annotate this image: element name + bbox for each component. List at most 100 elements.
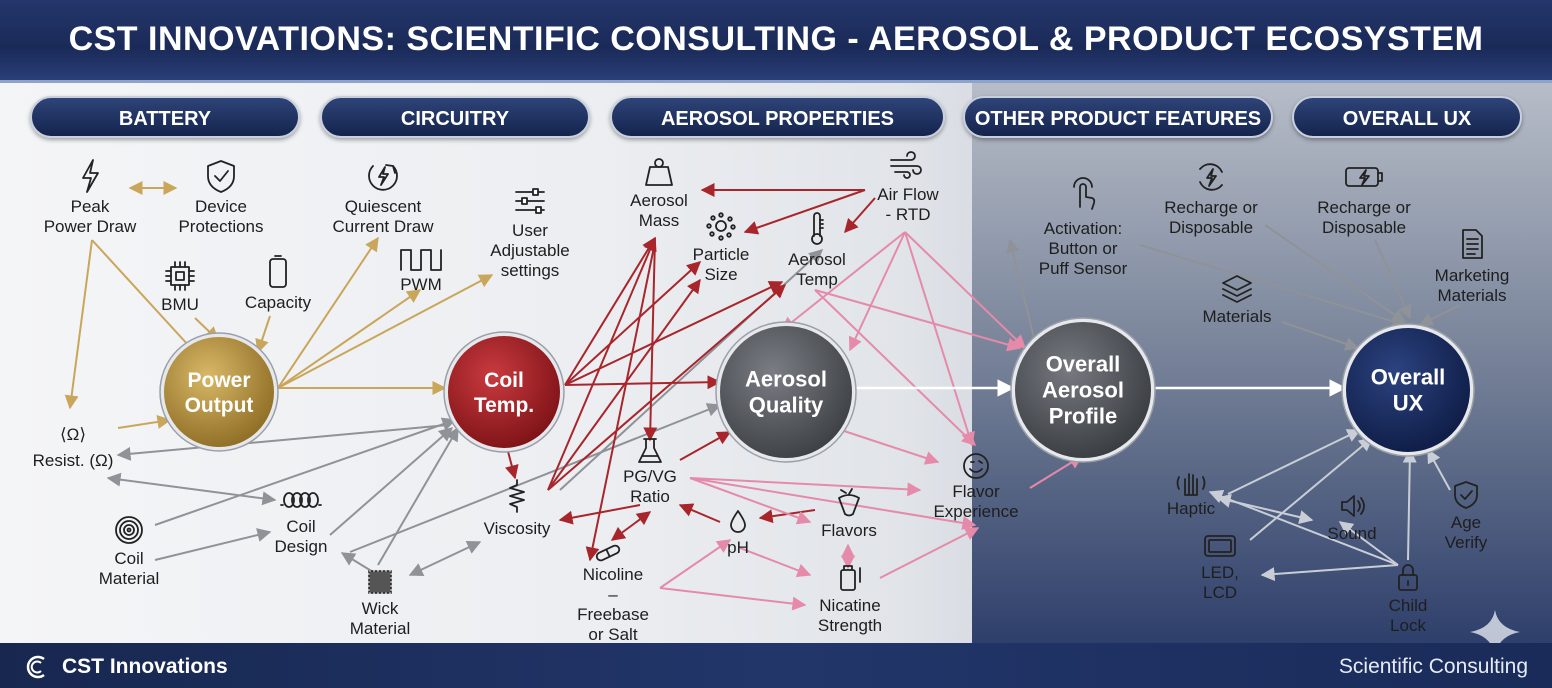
node-label-nicoline: Nicoline	[583, 565, 643, 584]
connection-arrow	[1418, 304, 1461, 326]
connection-arrow	[904, 231, 975, 447]
connection-arrow	[91, 239, 201, 360]
connection-arrow	[659, 587, 807, 611]
node-label-bmu: BMU	[161, 295, 199, 314]
connection-arrow	[564, 236, 656, 386]
connection-arrow	[1264, 224, 1407, 323]
connection-arrow	[1427, 448, 1451, 491]
connection-arrow	[739, 547, 812, 577]
connection-arrow	[1338, 521, 1399, 566]
power-output-hub	[164, 337, 274, 447]
connection-arrow	[1227, 429, 1362, 495]
connection-arrow	[277, 274, 494, 389]
coil-loops-icon	[280, 492, 322, 508]
coil-temp-hub	[448, 336, 560, 448]
node-icons	[82, 151, 1520, 656]
connection-arrow	[154, 417, 457, 526]
page-title: CST INNOVATIONS: SCIENTIFIC CONSULTING -…	[68, 20, 1484, 58]
coil-spiral-icon	[115, 516, 143, 544]
connection-arrow	[547, 278, 701, 491]
connection-arrow	[564, 261, 702, 386]
category-overall-ux: OVERALL UX	[1292, 96, 1522, 138]
overall-ux-label: Overall	[1371, 365, 1446, 390]
connection-arrow	[689, 477, 812, 525]
shield-check-icon	[1454, 481, 1478, 509]
node-label-activation: Activation:	[1044, 219, 1122, 238]
cst-logo-icon	[26, 655, 45, 679]
node-label-child-lock: Child	[1389, 596, 1428, 615]
node-label-wick-material: Wick	[362, 599, 399, 618]
node-label-air-flow: - RTD	[885, 205, 930, 224]
node-label-quiescent: Quiescent	[345, 197, 422, 216]
lightning-icon	[82, 159, 99, 193]
node-label-led-lcd: LED,	[1201, 563, 1239, 582]
connection-arrow	[564, 375, 722, 390]
connection-arrow	[848, 231, 906, 352]
node-label-nicoline: Freebase	[577, 605, 649, 624]
footer-bar: CST Innovations Scientific Consulting	[0, 643, 1552, 688]
sliders-icon	[515, 188, 545, 214]
connection-arrow	[1260, 564, 1399, 582]
connection-arrow	[329, 427, 454, 536]
connection-arrow	[689, 477, 922, 497]
coil-temp-label: Coil	[484, 369, 524, 392]
node-label-pwm: PWM	[400, 275, 442, 294]
layers-icon	[1222, 275, 1252, 303]
node-label-recharge-1: Disposable	[1169, 218, 1253, 237]
footer-tagline: Scientific Consulting	[1338, 655, 1528, 678]
connection-arrow	[1006, 238, 1036, 343]
node-label-sound: Sound	[1327, 524, 1376, 543]
connection-arrow	[1374, 239, 1412, 320]
node-label-flavors: Flavors	[821, 521, 877, 540]
node-label-ph: pH	[727, 538, 749, 557]
shield-check-icon	[207, 160, 235, 193]
connection-arrow	[106, 472, 277, 506]
weight-icon	[645, 158, 673, 186]
overall-ux-hub	[1346, 328, 1470, 452]
power-output-label: Output	[185, 394, 254, 417]
node-label-nicatine: Strength	[818, 616, 882, 635]
node-label-user-adjustable: Adjustable	[490, 241, 569, 260]
node-label-coil-material: Material	[99, 569, 159, 588]
lock-icon	[1398, 564, 1418, 591]
node-label-aerosol-temp: Temp	[796, 270, 838, 289]
connection-arrow	[154, 528, 272, 561]
fruit-icon	[838, 488, 860, 517]
connection-arrow	[64, 239, 93, 410]
flask-icon	[638, 438, 662, 463]
connection-arrow	[879, 527, 980, 579]
category-battery: BATTERY	[30, 96, 300, 138]
connection-arrow	[834, 427, 940, 465]
node-label-age-verify: Age	[1451, 513, 1481, 532]
node-label-user-adjustable: settings	[501, 261, 560, 280]
node-label-flavor-experience: Flavor	[952, 482, 1000, 501]
connection-arrow	[277, 289, 422, 389]
connection-arrow	[679, 431, 732, 461]
connection-arrow	[1208, 490, 1399, 566]
connection-arrow	[558, 504, 641, 525]
aerosol-quality-label: Aerosol	[745, 367, 827, 392]
category-other-product-features: OTHER PRODUCT FEATURES	[963, 96, 1273, 138]
connection-arrow	[564, 281, 784, 386]
node-label-pg-vg: Ratio	[630, 487, 670, 506]
category-aerosol-properties: AEROSOL PROPERTIES	[610, 96, 945, 138]
wind-icon	[890, 151, 922, 179]
wick-icon	[368, 570, 392, 594]
connection-arrow	[643, 237, 658, 442]
resistance-icon: ⟨Ω⟩	[60, 425, 86, 444]
node-label-flavor-experience: Experience	[933, 502, 1018, 521]
node-label-nicoline: –	[608, 585, 618, 604]
node-label-particle-size: Size	[704, 265, 737, 284]
speaker-icon	[1341, 495, 1365, 517]
node-label-peak-power: Power Draw	[44, 217, 137, 236]
power-output-label: Power	[187, 369, 250, 392]
capsule-icon	[595, 544, 621, 562]
node-label-materials: Materials	[1203, 307, 1272, 326]
spring-icon	[509, 479, 525, 513]
connection-arrow	[610, 511, 652, 541]
power-cycle-icon	[368, 164, 398, 191]
connection-arrows	[64, 181, 1461, 611]
node-label-coil-design: Design	[275, 537, 328, 556]
connection-arrow	[780, 231, 906, 331]
